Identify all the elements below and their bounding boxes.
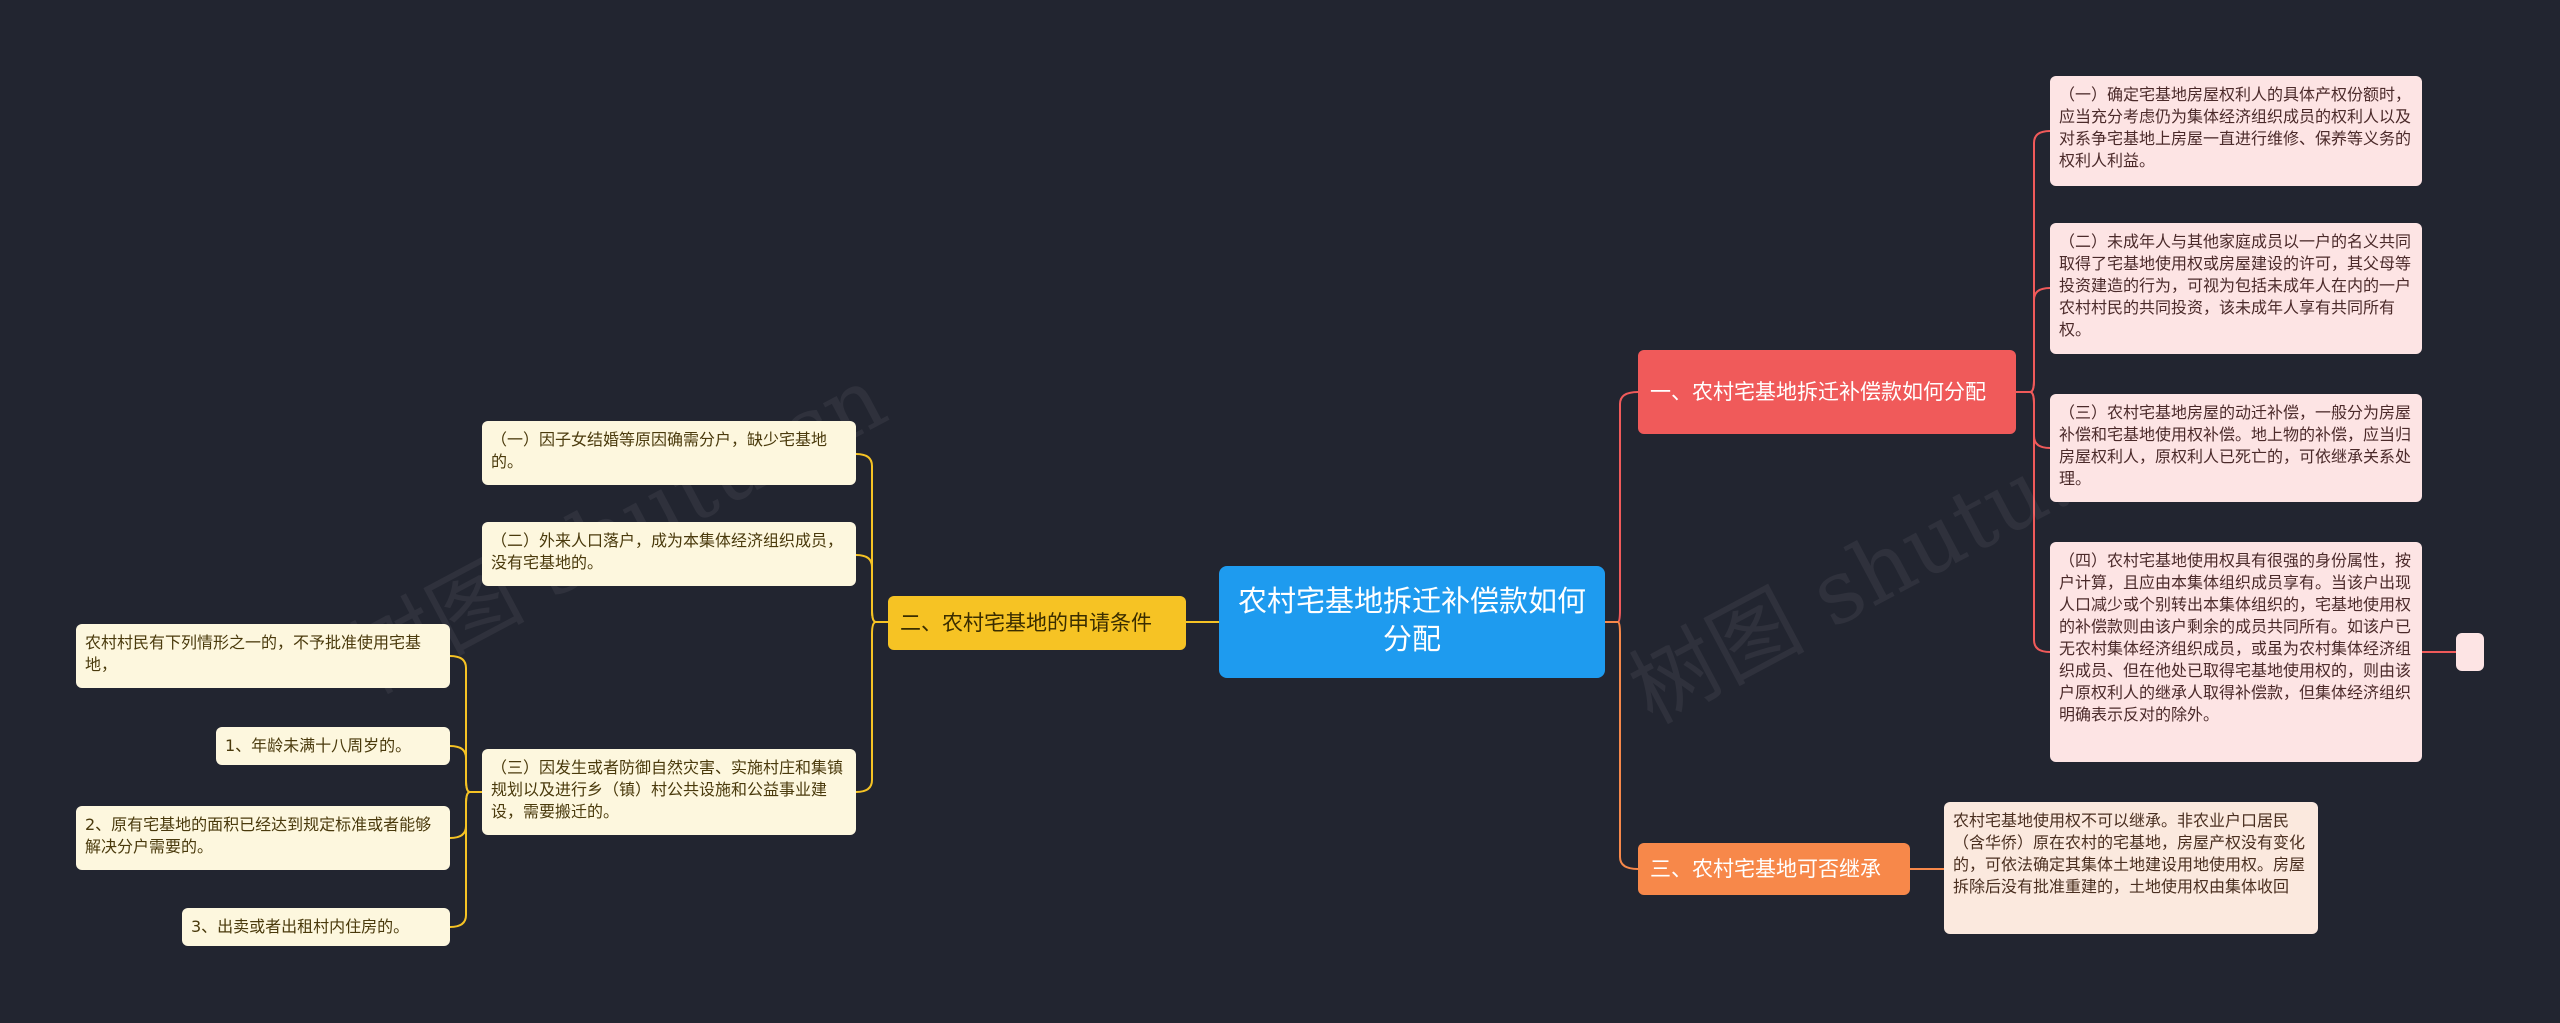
- connector-sub2: [449, 745, 482, 793]
- leaf-item[interactable]: （四）农村宅基地使用权具有很强的身份属性，按户计算，且应由本集体组织成员享有。当…: [2050, 542, 2422, 762]
- leaf-item[interactable]: （一）因子女结婚等原因确需分户，缺少宅基地的。: [482, 421, 856, 485]
- leaf-item[interactable]: （三）因发生或者防御自然灾害、实施村庄和集镇规划以及进行乡（镇）村公共设施和公益…: [482, 749, 856, 835]
- branch-label: 二、农村宅基地的申请条件: [900, 611, 1152, 635]
- leaf-item[interactable]: （二）未成年人与其他家庭成员以一户的名义共同取得了宅基地使用权或房屋建设的许可，…: [2050, 223, 2422, 354]
- branch-label: 三、农村宅基地可否继承: [1650, 857, 1881, 881]
- leaf-item[interactable]: （三）农村宅基地房屋的动迁补偿，一般分为房屋补偿和宅基地使用权补偿。地上物的补偿…: [2050, 394, 2422, 502]
- connector-b1-leaf2: [2016, 287, 2051, 393]
- connector-b2-leaf3: [855, 621, 888, 793]
- connector-root-branch1: [1605, 391, 1639, 623]
- connector-b2-leaf2: [855, 554, 888, 623]
- connector-b1-leaf4: [2016, 391, 2051, 653]
- branch-inheritance[interactable]: 三、农村宅基地可否继承: [1638, 843, 1910, 895]
- branch-label: 一、农村宅基地拆迁补偿款如何分配: [1650, 380, 1986, 404]
- sub-item[interactable]: 3、出卖或者出租村内住房的。: [182, 908, 450, 946]
- sub-item[interactable]: 1、年龄未满十八周岁的。: [216, 727, 450, 765]
- sub-item[interactable]: 2、原有宅基地的面积已经达到规定标准或者能够解决分户需要的。: [76, 806, 450, 870]
- root-topic[interactable]: 农村宅基地拆迁补偿款如何分配: [1219, 566, 1605, 678]
- leaf-item[interactable]: （二）外来人口落户，成为本集体经济组织成员，没有宅基地的。: [482, 522, 856, 586]
- leaf-item[interactable]: （一）确定宅基地房屋权利人的具体产权份额时，应当充分考虑仍为集体经济组织成员的权…: [2050, 76, 2422, 186]
- branch-application-conditions[interactable]: 二、农村宅基地的申请条件: [888, 596, 1186, 650]
- connector-root-branch3: [1605, 621, 1639, 870]
- empty-node[interactable]: [2456, 633, 2484, 671]
- leaf-item[interactable]: 农村宅基地使用权不可以继承。非农业户口居民（含华侨）原在农村的宅基地，房屋产权没…: [1944, 802, 2318, 934]
- sub-item[interactable]: 农村村民有下列情形之一的，不予批准使用宅基地，: [76, 624, 450, 688]
- branch-compensation-distribution[interactable]: 一、农村宅基地拆迁补偿款如何分配: [1638, 350, 2016, 434]
- connector-sub4: [449, 791, 482, 928]
